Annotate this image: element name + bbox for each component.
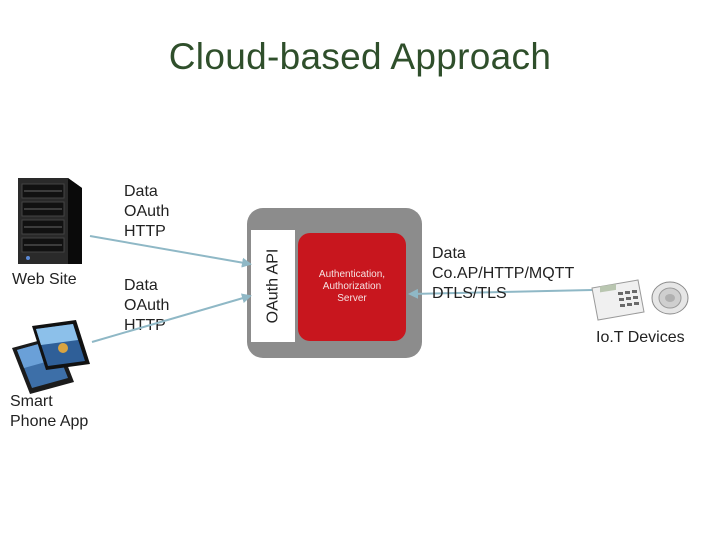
phone-app-arrow	[91, 293, 252, 343]
auth-server-label: Authentication, Authorization Server	[318, 269, 386, 304]
web-edge-label: Data OAuth HTTP	[124, 183, 170, 240]
iot-edge-label: Data Co.AP/HTTP/MQTT DTLS/TLS	[432, 245, 575, 302]
iot-devices-label: Io.T Devices	[596, 329, 685, 346]
phone-edge-label: Data OAuth HTTP	[124, 277, 170, 334]
web-site-arrow	[89, 235, 252, 268]
server-icon	[18, 178, 82, 264]
auth-server: Authentication, Authorization Server	[298, 233, 406, 341]
keypad-icon	[591, 279, 689, 321]
phone-app-label: Smart Phone App	[10, 393, 89, 430]
web-site-label: Web Site	[12, 271, 77, 288]
iot-arrow	[408, 288, 593, 299]
oauth-api-panel	[251, 230, 295, 342]
smartphone-icon	[12, 320, 90, 394]
diagram-title: Cloud-based Approach	[168, 36, 552, 77]
